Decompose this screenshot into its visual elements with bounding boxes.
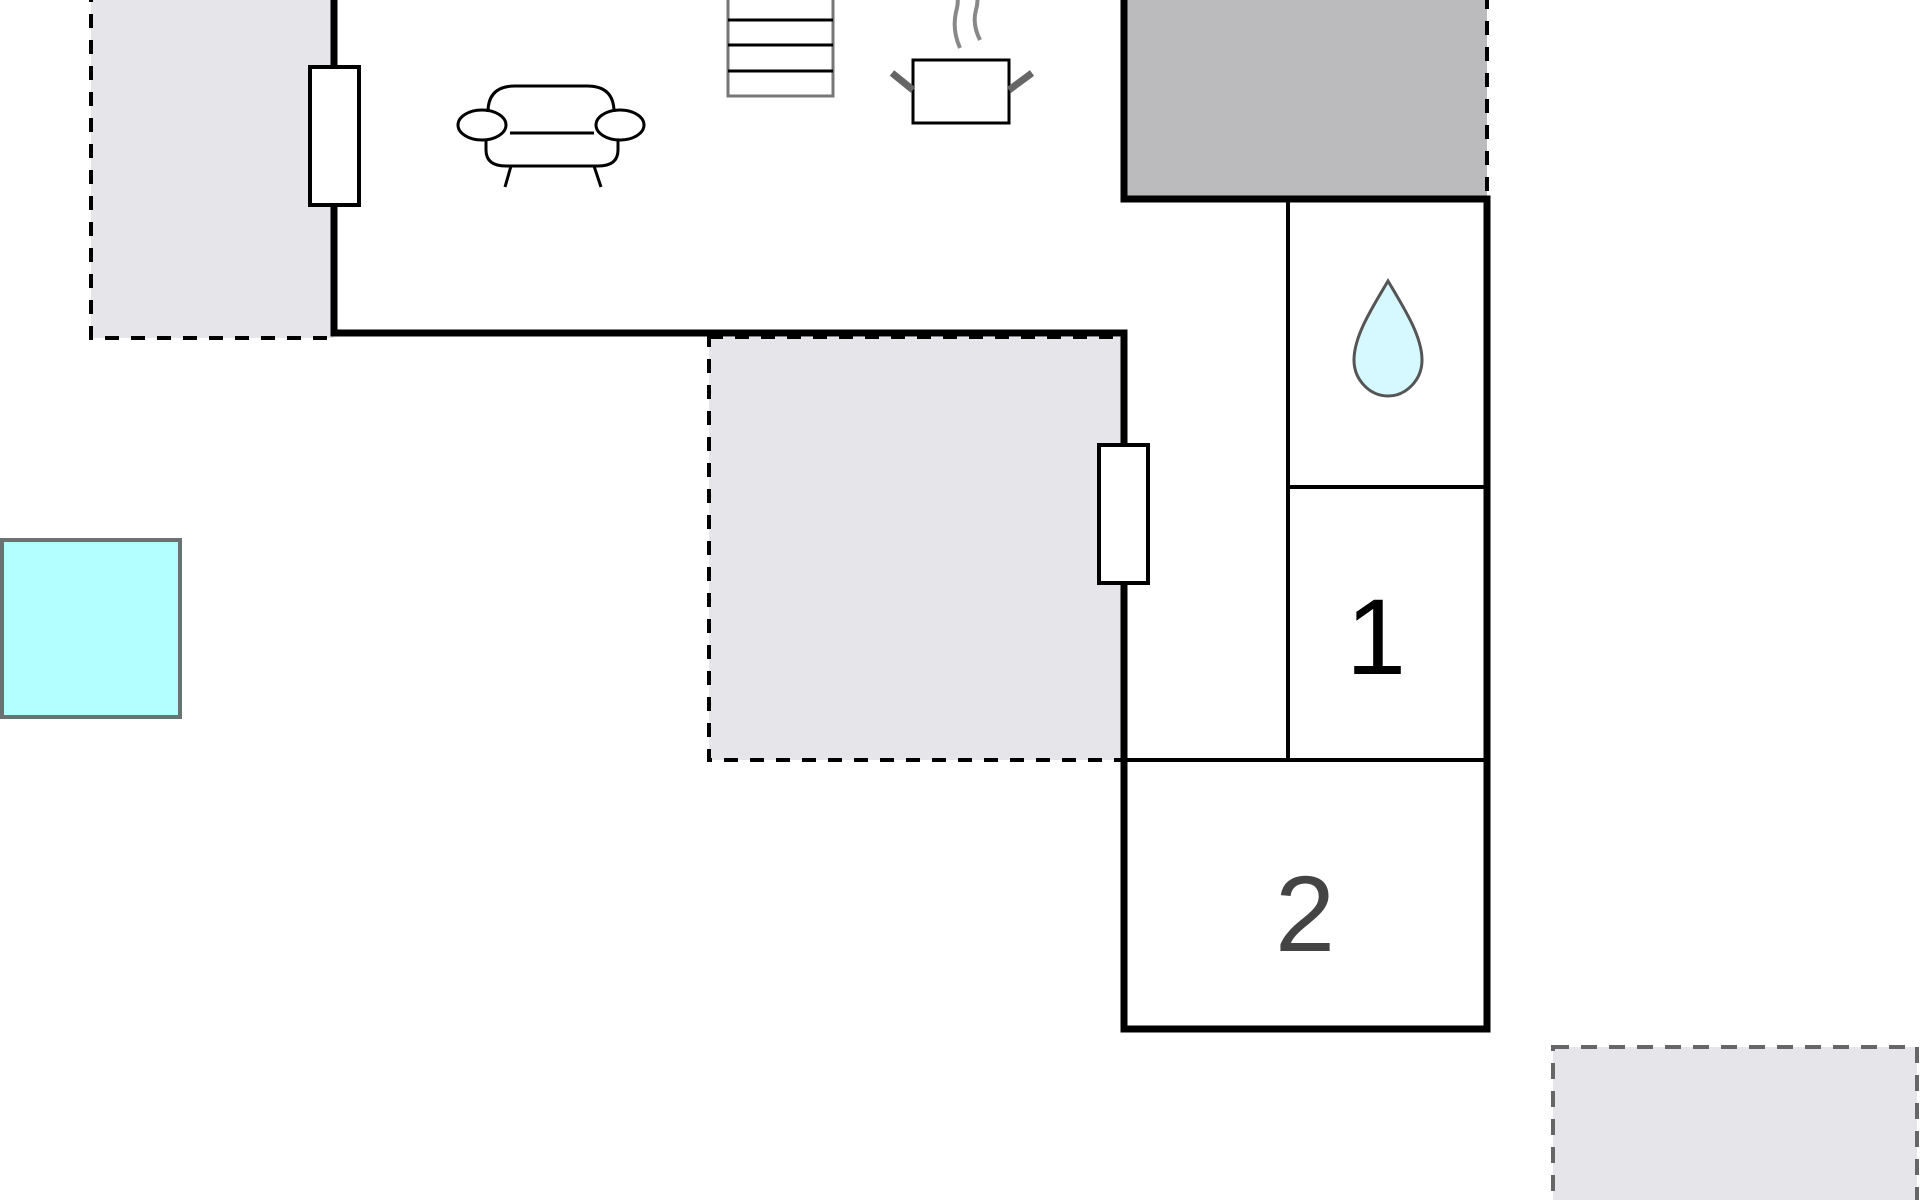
cooking-pot-icon bbox=[889, 0, 1035, 125]
water-drop-icon bbox=[1352, 278, 1424, 398]
door-center bbox=[1097, 443, 1150, 585]
door-top-left bbox=[308, 65, 361, 207]
terrace-bottom-right bbox=[1551, 1045, 1919, 1200]
sofa-icon bbox=[456, 84, 646, 188]
pool-icon bbox=[0, 538, 182, 719]
gray-block bbox=[1122, 0, 1487, 197]
stairs-icon bbox=[726, 0, 835, 98]
room-2-label: 2 bbox=[1275, 853, 1335, 974]
terrace-center bbox=[707, 335, 1125, 762]
outer-walls bbox=[330, 0, 1491, 1033]
interior-walls bbox=[1124, 199, 1487, 762]
terrace-top-left bbox=[89, 0, 336, 340]
room-1-label: 1 bbox=[1346, 576, 1406, 697]
